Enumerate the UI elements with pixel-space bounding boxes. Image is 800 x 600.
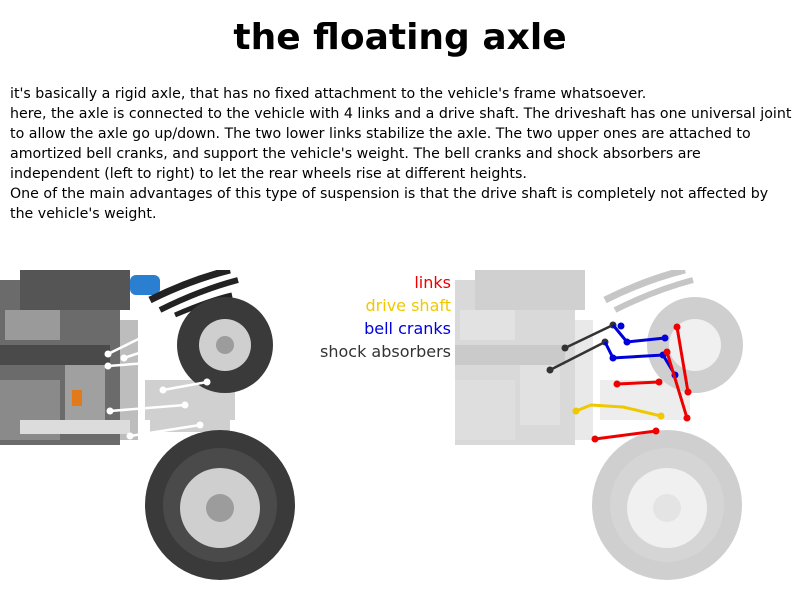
legend-shock-absorbers: shock absorbers [320, 342, 451, 361]
suspension-photo [0, 270, 330, 600]
legend-drive-shaft: drive shaft [365, 296, 451, 315]
shock-absorber-lines [549, 323, 614, 372]
paragraph-2: here, the axle is connected to the vehic… [10, 106, 792, 182]
legend-links: links [414, 273, 451, 292]
drive-shaft-line [575, 403, 662, 418]
paragraph-3: One of the main advantages of this type … [10, 186, 769, 222]
annotated-suspension-photo [455, 270, 800, 600]
legend-bell-cranks: bell cranks [364, 319, 451, 338]
intro-text: it's basically a rigid axle, that has no… [10, 84, 792, 224]
page-title: the floating axle [233, 17, 567, 58]
legend: links drive shaft bell cranks shock abso… [280, 271, 451, 363]
paragraph-1: it's basically a rigid axle, that has no… [10, 86, 647, 102]
link-lines [594, 326, 690, 441]
